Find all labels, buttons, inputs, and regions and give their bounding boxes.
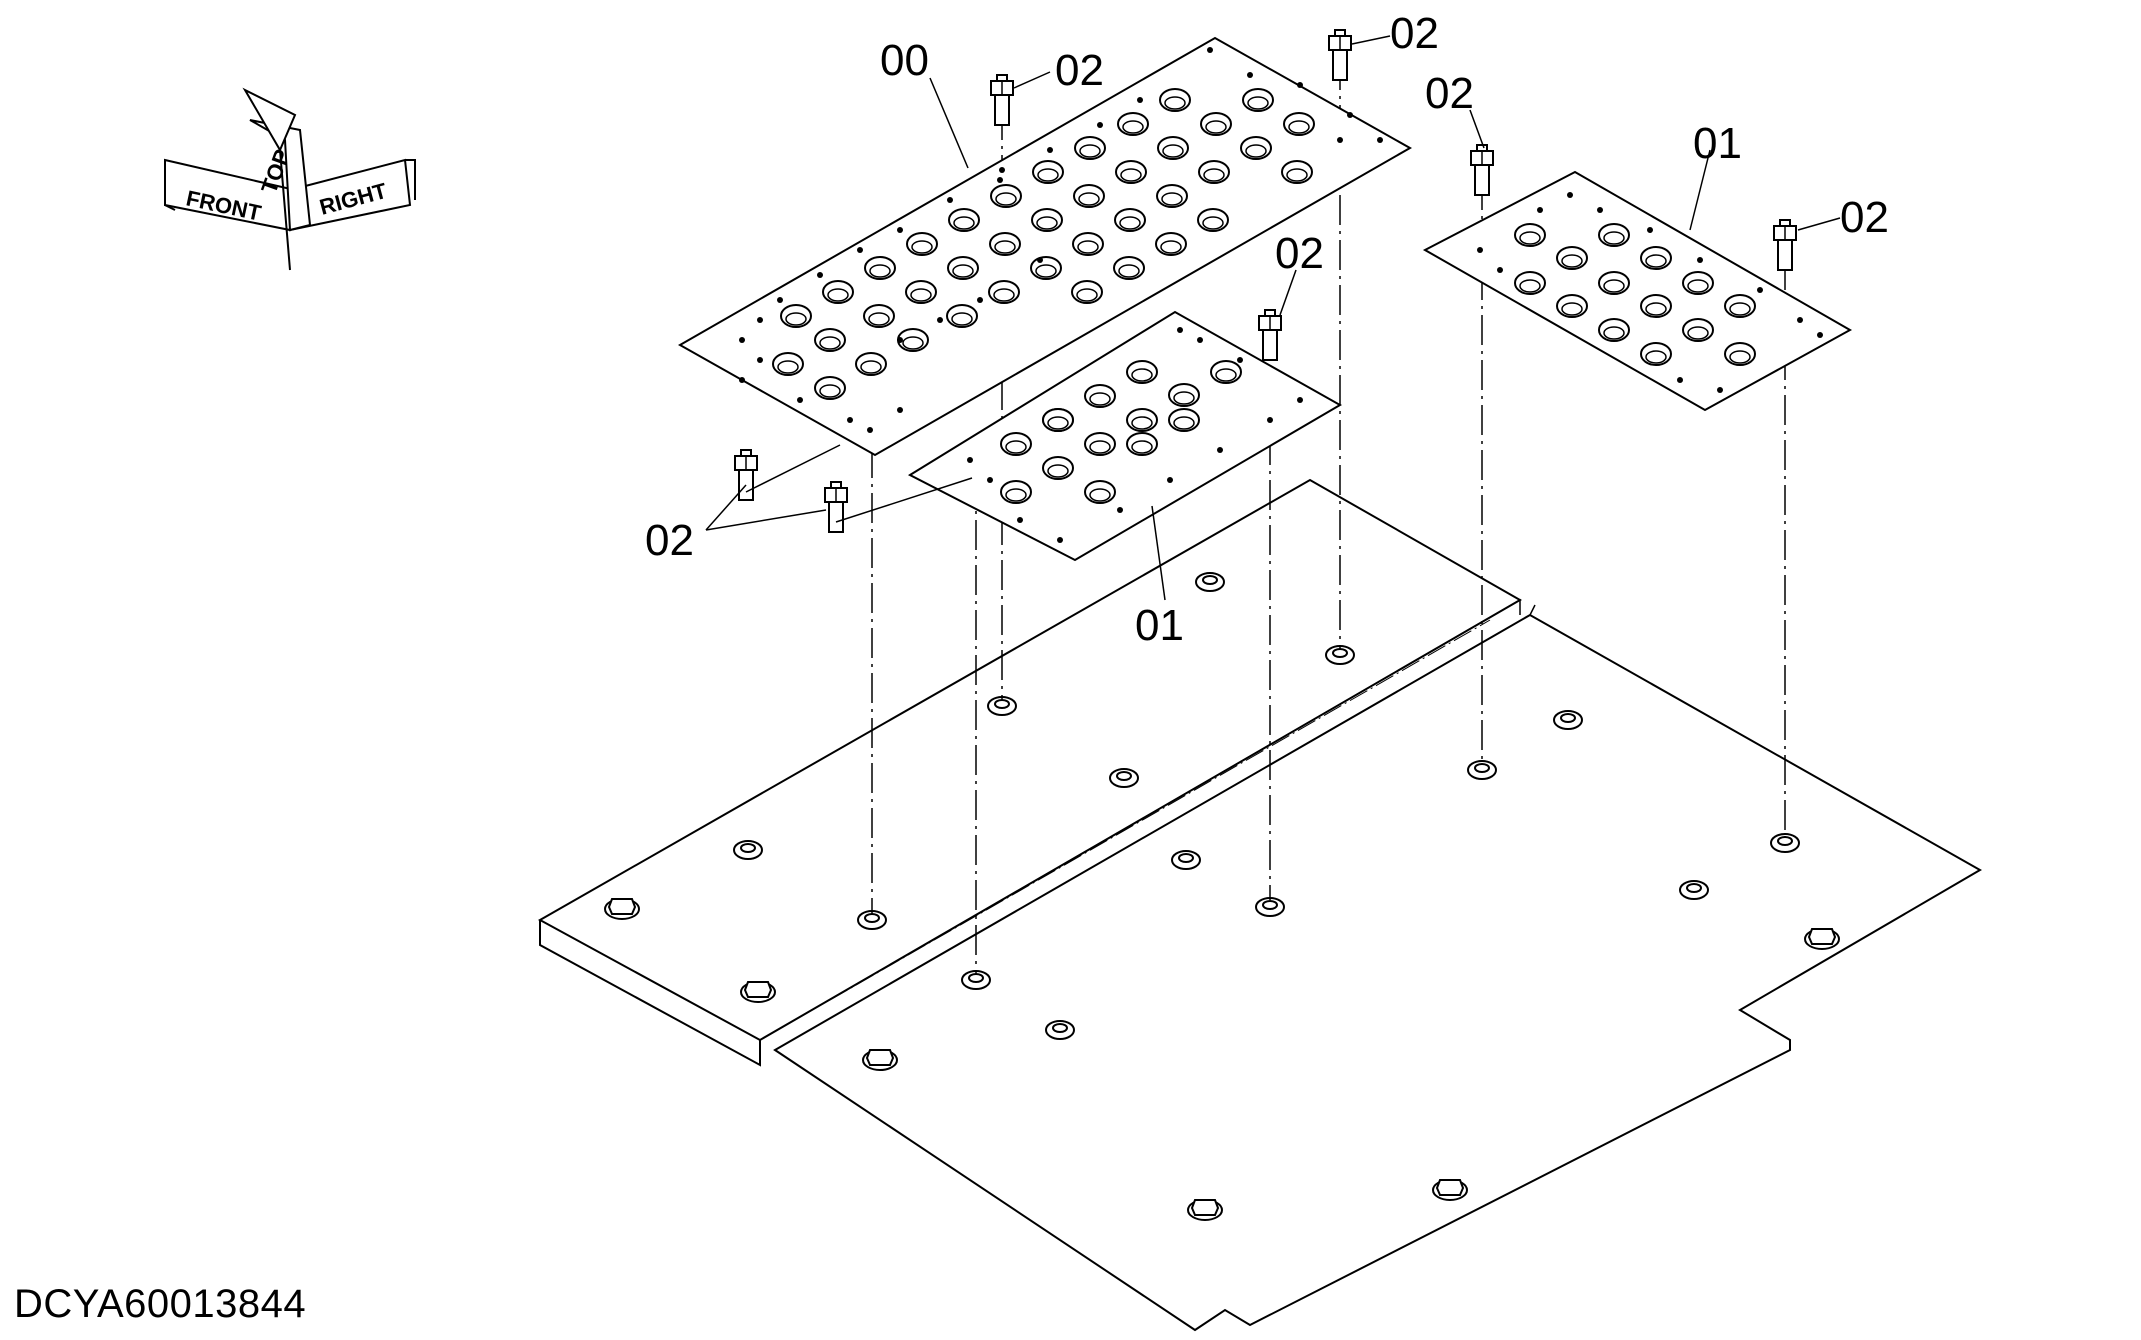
plate-center [907, 310, 1343, 562]
label-bolt-6: 02 [645, 516, 694, 565]
label-bolt-2: 02 [1390, 9, 1439, 58]
orientation-indicator: FRONT TOP RIGHT [164, 87, 416, 271]
label-bolt-4: 02 [1840, 193, 1889, 242]
label-bolt-5: 02 [1275, 229, 1324, 278]
floor-plate-front [773, 604, 1983, 1332]
floor-plate-rear [537, 478, 1523, 1067]
leader-lines [705, 35, 1841, 601]
label-plate-right: 01 [1693, 119, 1742, 168]
document-id: DCYA60013844 [14, 1282, 307, 1326]
label-plate-center: 01 [1135, 601, 1184, 650]
part-labels: 00 02 02 02 01 02 02 02 01 [645, 9, 1889, 650]
plate-right [1422, 170, 1853, 412]
label-plate-large: 00 [880, 36, 929, 85]
label-bolt-3: 02 [1425, 69, 1474, 118]
label-bolt-1: 02 [1055, 46, 1104, 95]
plate-large [677, 36, 1413, 457]
